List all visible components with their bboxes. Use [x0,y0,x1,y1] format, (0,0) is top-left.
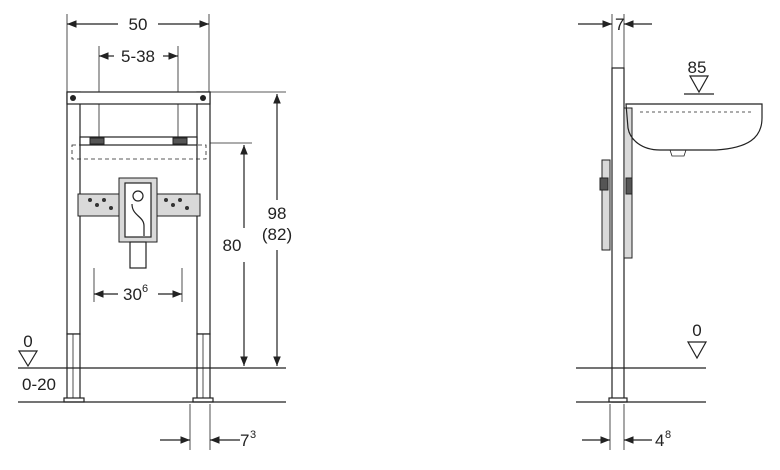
label-outlet-width: 30 [123,285,142,304]
floor-level-marker [17,350,39,368]
front-frame [63,91,214,403]
label-foot-width: 7 [240,431,249,450]
dimension-width-50: 50 [66,14,210,92]
dimension-height-98: 98 (82) [210,91,292,366]
label-bracket-range: 5-38 [121,47,155,66]
side-basin: 85 [625,58,763,157]
floor-lines-side: 0 [576,321,708,403]
label-height-98: 98 [268,204,287,223]
label-basin-height: 85 [688,58,707,77]
dimension-depth-7: 7 [578,14,652,68]
label-foot-width-sup: 3 [250,429,256,441]
label-height-82: (82) [262,225,292,244]
side-view: 7 85 0 [576,14,763,450]
floor-lines-front: 0 0-20 [17,332,286,403]
dimension-height-80: 80 [210,142,252,366]
label-foot-depth: 4 [655,431,664,450]
label-floor-range: 0-20 [22,375,56,394]
label-depth-7: 7 [615,15,624,34]
dimension-foot-depth: 4 8 [582,404,671,450]
floor-level-marker-side [686,341,708,360]
label-height-80: 80 [223,236,242,255]
label-floor-0-side: 0 [692,321,701,340]
label-width-50: 50 [129,15,148,34]
dimension-foot-width: 7 3 [160,404,256,450]
label-foot-depth-sup: 8 [665,429,671,441]
dimension-outlet-width: 30 6 [93,268,183,304]
side-frame [599,67,633,403]
label-floor-0-front: 0 [23,332,32,351]
front-view: 50 5-38 [17,14,292,450]
label-outlet-width-sup: 6 [142,283,148,295]
basin-level-marker [688,75,710,94]
